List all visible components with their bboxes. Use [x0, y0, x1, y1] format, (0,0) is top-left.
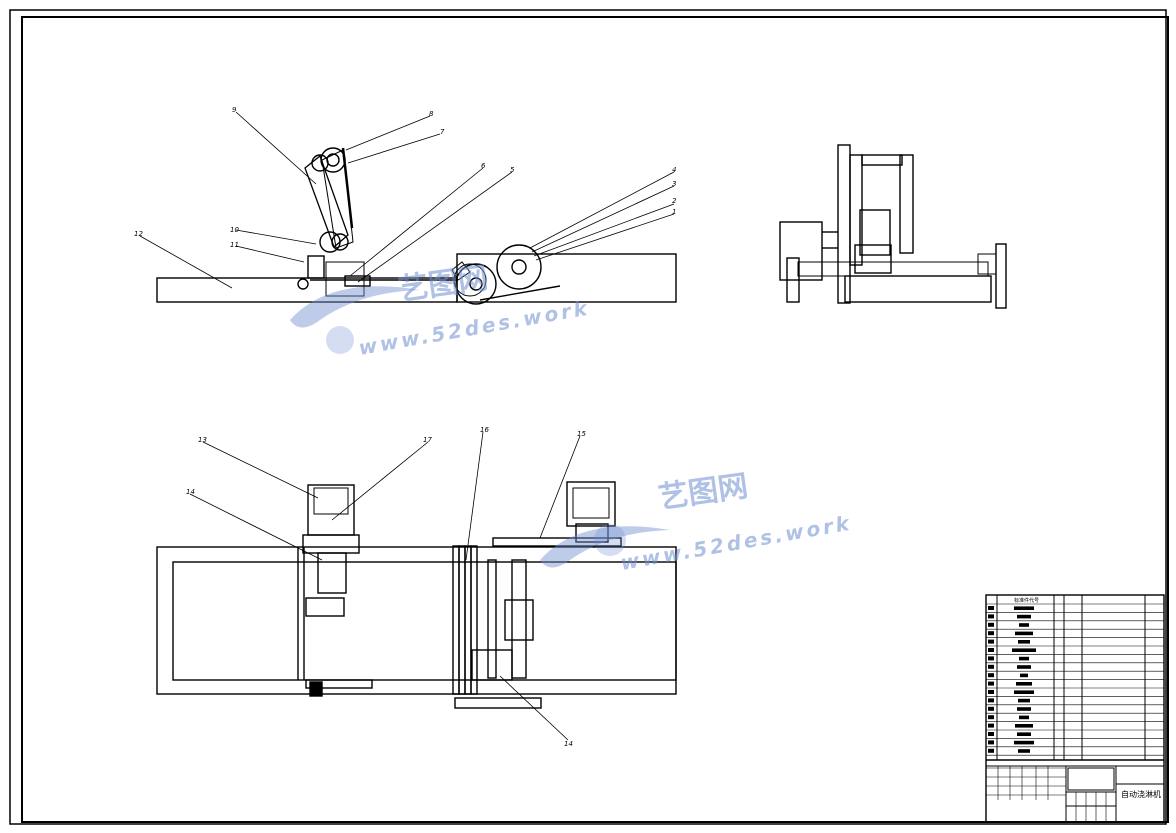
bom-index-mark	[988, 606, 994, 610]
bom-index-mark	[988, 648, 994, 652]
outer-border	[9, 9, 1167, 825]
bom-mark	[1017, 707, 1031, 711]
part-label-11: 11	[230, 241, 239, 249]
bom-mark	[1014, 606, 1034, 610]
part-label-5: 5	[510, 166, 515, 174]
bom-mark	[1017, 732, 1031, 736]
bom-index-mark	[988, 656, 994, 661]
part-label-12: 12	[134, 230, 143, 238]
bom-index-mark	[988, 681, 994, 686]
bom-index-mark	[988, 664, 994, 669]
bom-header: 标准件代号	[1014, 597, 1039, 604]
part-label-17: 17	[423, 436, 432, 444]
top-view	[156, 481, 677, 709]
bom-index-mark	[988, 706, 994, 711]
part-label-3: 3	[672, 180, 676, 188]
watermark-2-url: www.52des.work	[619, 511, 854, 575]
bom-mark	[1019, 715, 1029, 720]
watermark-1-name: 艺图网	[396, 261, 490, 308]
bom-index-mark	[988, 622, 994, 627]
part-labels: 1 2 3 4 5 6 7 8 9 10 11 12 13 14 14 15 1…	[134, 106, 677, 748]
bom-mark	[1018, 749, 1030, 753]
part-label-13: 13	[198, 436, 207, 444]
bom-index-mark	[988, 631, 994, 636]
part-label-10: 10	[230, 226, 239, 234]
bom-index-mark	[988, 732, 994, 736]
bom-mark	[1016, 682, 1032, 686]
side-view	[779, 144, 1007, 309]
watermark-1-url: www.52des.work	[357, 296, 592, 360]
part-label-6: 6	[481, 162, 486, 170]
bom-mark	[1019, 656, 1029, 661]
bom-index-mark	[988, 723, 994, 728]
bom-index-mark	[988, 740, 994, 745]
part-label-14a: 14	[186, 488, 195, 496]
bom-index-mark	[988, 748, 994, 753]
bom-mark	[1014, 740, 1034, 745]
part-label-14b: 14	[564, 740, 573, 748]
watermark-1: 艺图网 www.52des.work	[290, 261, 592, 360]
bom-mark	[1020, 673, 1028, 678]
bom-index-mark	[988, 614, 994, 619]
leader-lines-front	[139, 111, 675, 289]
part-label-8: 8	[429, 110, 434, 118]
bom-mark	[1018, 640, 1030, 644]
leader-lines-top	[189, 431, 581, 741]
part-label-9: 9	[232, 106, 237, 114]
inner-border	[21, 16, 1169, 823]
part-label-15: 15	[577, 430, 586, 438]
bom-mark	[1019, 623, 1029, 627]
bom-mark	[1018, 698, 1030, 703]
bom-mark	[1012, 648, 1036, 652]
part-label-1: 1	[672, 208, 676, 216]
part-label-2: 2	[672, 197, 677, 205]
bom-index-mark	[988, 715, 994, 720]
part-label-16: 16	[480, 426, 489, 434]
watermark-2-name: 艺图网	[656, 469, 750, 516]
bom-mark	[1014, 690, 1034, 694]
bom-text-marks	[988, 606, 1036, 753]
drawing-title: 自动浇淋机	[1121, 789, 1161, 799]
bom-index-mark	[988, 673, 994, 678]
bom-index-mark	[988, 690, 994, 694]
part-label-7: 7	[440, 128, 445, 136]
part-label-4: 4	[672, 166, 676, 174]
title-block-grid	[986, 766, 1107, 822]
bom-mark	[1015, 724, 1033, 728]
bom-index-mark	[988, 698, 994, 703]
front-view	[156, 147, 677, 305]
title-block	[985, 594, 1165, 823]
watermark-2: 艺图网 www.52des.work	[540, 469, 854, 575]
bom-mark	[1017, 665, 1031, 669]
bom-mark	[1015, 631, 1033, 636]
bom-index-mark	[988, 639, 994, 644]
bom-mark	[1017, 614, 1031, 619]
